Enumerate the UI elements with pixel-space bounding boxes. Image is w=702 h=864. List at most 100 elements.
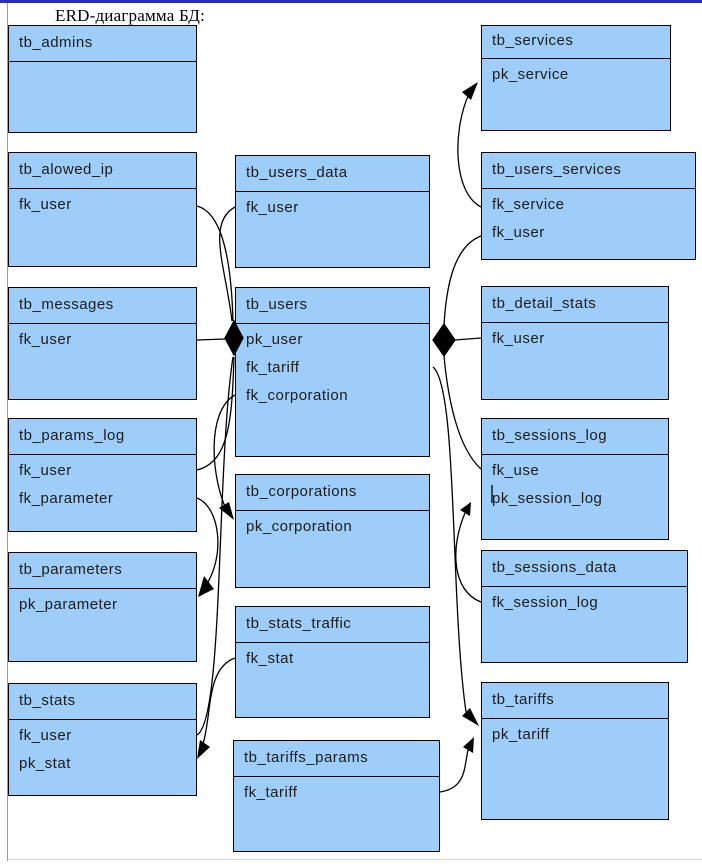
relation-sessions-data-to-sessions-log xyxy=(455,512,482,603)
field-label: fk_parameter xyxy=(19,490,114,507)
left-page-border xyxy=(7,3,8,861)
table-fields: fk_user xyxy=(9,189,196,219)
field-label: fk_tariff xyxy=(246,359,300,376)
field-label: fk_corporation xyxy=(246,387,349,404)
field-label: pk_corporation xyxy=(246,518,353,535)
table-fields: fk_user xyxy=(482,323,668,353)
table-name-label: tb_admins xyxy=(9,26,196,62)
relation-tariffs-params-to-tariffs xyxy=(439,749,469,793)
arrowhead-sessions-log xyxy=(460,502,471,516)
erd-table-tb-services: tb_services pk_service xyxy=(481,25,671,131)
erd-table-tb-sessions-log: tb_sessions_log fk_use pk_session_log xyxy=(481,418,669,540)
table-name-label: tb_stats_traffic xyxy=(236,607,429,643)
relation-params-log-to-users xyxy=(196,356,235,471)
arrowhead-tariffs-upper xyxy=(462,708,479,726)
erd-table-tb-users-data: tb_users_data fk_user xyxy=(235,155,430,268)
field-label: fk_session_log xyxy=(492,594,599,611)
erd-table-tb-tariffs-params: tb_tariffs_params fk_tariff xyxy=(233,740,440,852)
field-label: pk_session_log xyxy=(492,490,603,507)
table-fields: pk_service xyxy=(482,59,670,89)
table-name-label: tb_users xyxy=(236,288,429,324)
relation-sessions-log-to-users xyxy=(443,355,482,470)
relation-stats-to-users xyxy=(196,356,234,736)
relation-messages-to-users xyxy=(196,338,226,341)
field-label: fk_user xyxy=(492,330,545,347)
arrowhead-corporations xyxy=(219,502,234,520)
table-name-label: tb_services xyxy=(482,26,670,59)
diamond-users-right xyxy=(432,322,456,358)
arrowhead-services xyxy=(462,82,478,100)
relation-users-data-to-users xyxy=(219,206,236,322)
field-label: fk_user xyxy=(492,224,545,241)
table-name-label: tb_params_log xyxy=(9,419,196,455)
field-label: fk_service xyxy=(492,196,565,213)
table-fields: fk_tariff xyxy=(234,777,439,807)
table-fields: fk_service fk_user xyxy=(482,189,695,247)
table-fields: pk_user fk_tariff fk_corporation xyxy=(236,324,429,410)
table-name-label: tb_parameters xyxy=(9,553,196,589)
erd-table-tb-messages: tb_messages fk_user xyxy=(8,287,197,400)
table-fields: fk_user fk_parameter xyxy=(9,455,196,513)
erd-table-tb-sessions-data: tb_sessions_data fk_session_log xyxy=(481,550,688,663)
field-label: fk_user xyxy=(246,199,299,216)
field-label: pk_service xyxy=(492,66,569,83)
field-label: pk_tariff xyxy=(492,726,550,743)
table-fields: fk_stat xyxy=(236,643,429,673)
table-name-label: tb_sessions_log xyxy=(482,419,668,455)
field-label: fk_use xyxy=(492,462,540,479)
table-fields: pk_corporation xyxy=(236,511,429,541)
table-fields: pk_tariff xyxy=(482,719,668,749)
table-name-label: tb_stats xyxy=(9,684,196,720)
arrowhead-tariffs-lower xyxy=(463,737,474,753)
erd-table-tb-alowed-ip: tb_alowed_ip fk_user xyxy=(8,152,197,267)
table-name-label: tb_messages xyxy=(9,288,196,324)
erd-table-tb-stats: tb_stats fk_user pk_stat xyxy=(8,683,197,796)
field-label: pk_user xyxy=(246,331,303,348)
top-border-bar xyxy=(0,0,702,3)
table-name-label: tb_sessions_data xyxy=(482,551,687,587)
field-label: fk_stat xyxy=(246,650,294,667)
table-fields: fk_user xyxy=(9,324,196,354)
erd-table-tb-tariffs: tb_tariffs pk_tariff xyxy=(481,682,669,820)
relation-users-to-corporations xyxy=(213,394,236,512)
erd-table-tb-parameters: tb_parameters pk_parameter xyxy=(8,552,197,662)
erd-table-tb-admins: tb_admins xyxy=(8,25,197,133)
relation-detail-stats-to-users xyxy=(454,337,482,341)
page-title: ERD-диаграмма БД: xyxy=(55,6,206,25)
erd-table-tb-users-services: tb_users_services fk_service fk_user xyxy=(481,152,696,260)
table-fields: fk_use pk_session_log xyxy=(482,455,668,513)
relation-params-log-to-parameters xyxy=(196,497,219,588)
table-fields: pk_parameter xyxy=(9,589,196,619)
erd-table-tb-corporations: tb_corporations pk_corporation xyxy=(235,474,430,588)
table-name-label: tb_alowed_ip xyxy=(9,153,196,189)
erd-table-tb-stats-traffic: tb_stats_traffic fk_stat xyxy=(235,606,430,718)
field-label: fk_user xyxy=(19,196,72,213)
field-label: fk_user xyxy=(19,331,72,348)
table-fields xyxy=(9,62,196,64)
field-label: fk_user xyxy=(19,462,72,479)
arrowhead-stats xyxy=(197,740,210,759)
arrowhead-parameters xyxy=(198,576,214,597)
table-fields: fk_user xyxy=(236,192,429,222)
field-label: fk_user xyxy=(19,727,72,744)
erd-table-tb-detail-stats: tb_detail_stats fk_user xyxy=(481,286,669,400)
field-label: pk_parameter xyxy=(19,596,118,613)
field-label: fk_tariff xyxy=(244,784,298,801)
relation-stats-traffic-to-stats xyxy=(202,657,236,745)
table-name-label: tb_detail_stats xyxy=(482,287,668,323)
table-name-label: tb_corporations xyxy=(236,475,429,511)
relation-alowed-ip-to-users xyxy=(196,205,234,322)
table-fields: fk_user pk_stat xyxy=(9,720,196,778)
relation-users-services-to-users xyxy=(443,235,482,326)
table-name-label: tb_tariffs xyxy=(482,683,668,719)
bottom-page-border xyxy=(8,859,702,860)
erd-table-tb-params-log: tb_params_log fk_user fk_parameter xyxy=(8,418,197,532)
table-name-label: tb_users_data xyxy=(236,156,429,192)
relation-users-to-tariffs xyxy=(432,366,467,713)
relation-users-services-to-services xyxy=(457,93,482,208)
table-fields: fk_session_log xyxy=(482,587,687,617)
field-label: pk_stat xyxy=(19,755,71,772)
table-name-label: tb_tariffs_params xyxy=(234,741,439,777)
table-name-label: tb_users_services xyxy=(482,153,695,189)
